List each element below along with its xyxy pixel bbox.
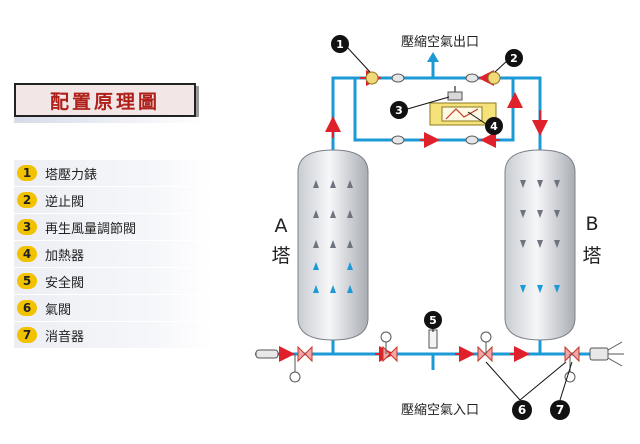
inlet-label: 壓縮空氣入口 (401, 402, 479, 418)
diagram-title: 配置原理圖 (14, 83, 196, 117)
pressure-gauge-icon (365, 71, 379, 85)
legend-item: 2 逆止閥 (14, 187, 214, 213)
marker-2: 2 (505, 49, 523, 67)
safety-valve (428, 329, 438, 349)
marker-4-label: 4 (490, 120, 498, 133)
title-underline (14, 117, 204, 123)
marker-7: 7 (550, 400, 570, 420)
marker-3-label: 3 (395, 104, 403, 117)
legend-item: 4 加熱器 (14, 241, 214, 267)
silencer-icon (589, 341, 624, 367)
check-valve-icon (391, 73, 479, 145)
legend-label: 再生風量調節閥 (45, 221, 137, 237)
legend-item: 3 再生風量調節閥 (14, 214, 214, 240)
marker-6: 6 (512, 400, 532, 420)
marker-3: 3 (390, 101, 408, 119)
tower-a-flow-marks (313, 180, 353, 248)
legend-item: 6 氣閥 (14, 295, 214, 321)
legend: 1 塔壓力錶 2 逆止閥 3 再生風量調節閥 4 加熱器 5 安全閥 6 氣閥 7 消音器 (14, 160, 214, 349)
marker-5: 5 (424, 311, 442, 329)
air-valve-icon (297, 345, 580, 363)
legend-label: 加熱器 (45, 248, 85, 264)
flow-arrows (275, 70, 548, 362)
outlet-arrow-icon (427, 52, 439, 62)
legend-label: 塔壓力錶 (45, 167, 98, 183)
regen-flow-valve (447, 86, 463, 101)
tower-b-flow-marks (520, 180, 560, 248)
legend-number-badge: 2 (17, 192, 37, 208)
legend-label: 氣閥 (45, 302, 72, 318)
legend-number-badge: 3 (17, 219, 37, 235)
legend-item: 5 安全閥 (14, 268, 214, 294)
bottom-gauge-icon (289, 331, 576, 383)
tower-b-letter: B (585, 213, 598, 235)
marker-1: 1 (331, 35, 349, 53)
tower-b-char: 塔 (582, 245, 601, 267)
marker-5-label: 5 (429, 314, 437, 327)
tower-b (504, 149, 576, 341)
tower-a (297, 149, 369, 341)
marker-6-label: 6 (518, 403, 526, 417)
outlet-label: 壓縮空氣出口 (401, 34, 479, 50)
legend-label: 消音器 (45, 329, 85, 345)
marker-7-label: 7 (556, 403, 564, 417)
legend-item: 1 塔壓力錶 (14, 160, 214, 186)
legend-number-badge: 4 (17, 246, 37, 262)
marker-2-label: 2 (510, 52, 518, 65)
legend-label: 逆止閥 (45, 194, 85, 210)
marker-4: 4 (485, 117, 503, 135)
marker-1-label: 1 (336, 38, 344, 51)
pressure-gauge-icon (487, 71, 501, 85)
legend-number-badge: 7 (17, 327, 37, 343)
legend-number-badge: 5 (17, 273, 37, 289)
inlet-fitting-icon (255, 349, 279, 359)
legend-number-badge: 1 (17, 165, 37, 181)
legend-number-badge: 6 (17, 300, 37, 316)
tower-a-char: 塔 (271, 245, 290, 267)
tower-a-letter: A (275, 215, 288, 237)
legend-label: 安全閥 (45, 275, 85, 291)
legend-item: 7 消音器 (14, 322, 214, 348)
